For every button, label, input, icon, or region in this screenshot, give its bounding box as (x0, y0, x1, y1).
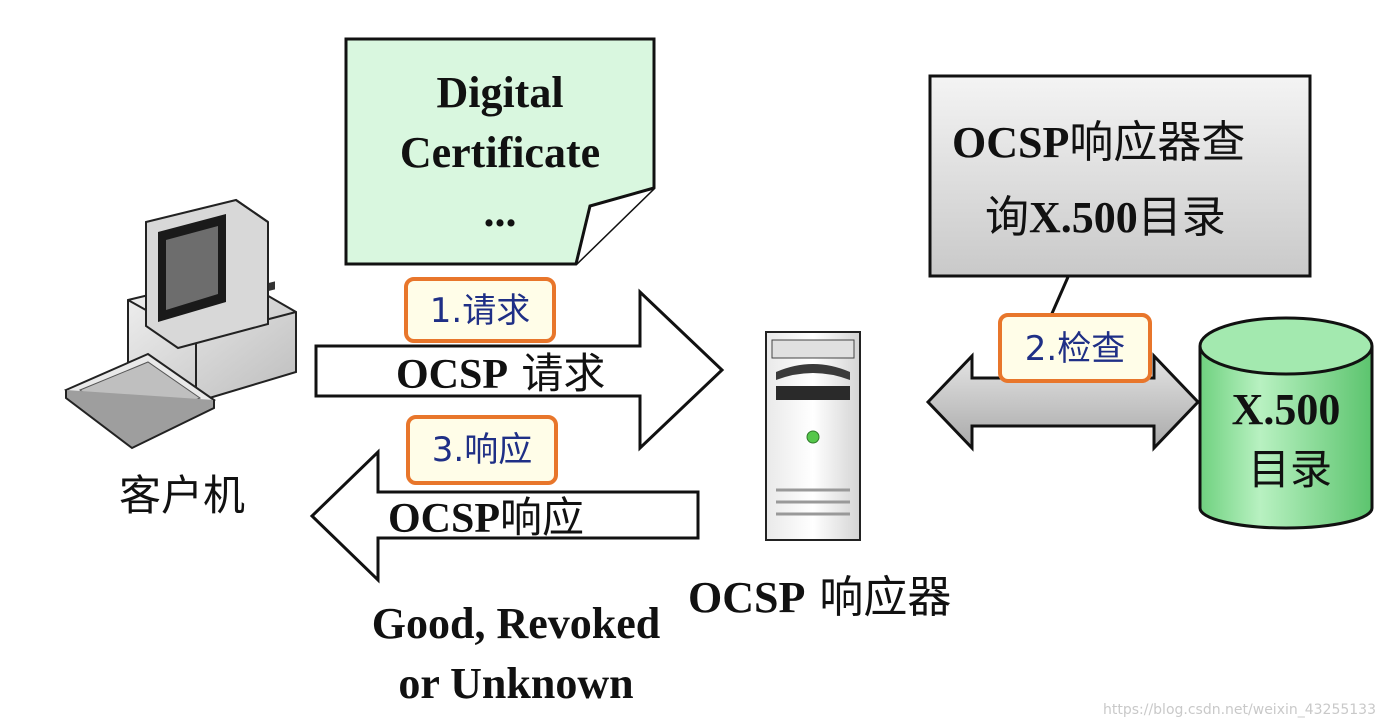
request-arrow: OCSP 请求 (314, 288, 725, 452)
step-tag-response-label: 3.响应 (432, 430, 532, 470)
step-tag-response: 3.响应 (406, 415, 558, 485)
directory-line1: X.500 (1232, 385, 1341, 434)
x500-directory-cylinder: X.500 目录 (1198, 316, 1374, 530)
responder-label: OCSP 响应器 (688, 572, 951, 623)
watermark: https://blog.csdn.net/weixin_43255133 (1103, 702, 1376, 718)
note-connector-line (1048, 276, 1070, 319)
certificate-line2: Certificate (400, 128, 600, 177)
result-line2: or Unknown (398, 659, 633, 708)
directory-line2: 目录 (1248, 445, 1332, 494)
lookup-note-line2: 询X.500目录 (985, 192, 1226, 243)
result-line1: Good, Revoked (372, 599, 660, 648)
lookup-note: OCSP响应器查 询X.500目录 (928, 74, 1312, 278)
step-tag-check: 2.检查 (998, 313, 1152, 383)
client-computer-icon (64, 198, 297, 450)
lookup-note-line1: OCSP响应器查 (952, 117, 1245, 168)
client-label: 客户机 (119, 471, 245, 520)
certificate-line3: ... (484, 187, 517, 236)
request-arrow-label: OCSP 请求 (396, 349, 605, 398)
step-tag-check-label: 2.检查 (1025, 329, 1125, 369)
certificate-line1: Digital (436, 68, 563, 117)
certificate-document: Digital Certificate ... (344, 37, 656, 266)
response-arrow-label: OCSP响应 (388, 493, 584, 542)
step-tag-request-label: 1.请求 (430, 291, 530, 331)
responder-server-icon (765, 331, 861, 541)
response-arrow: OCSP响应 (309, 448, 700, 584)
step-tag-request: 1.请求 (404, 277, 556, 343)
